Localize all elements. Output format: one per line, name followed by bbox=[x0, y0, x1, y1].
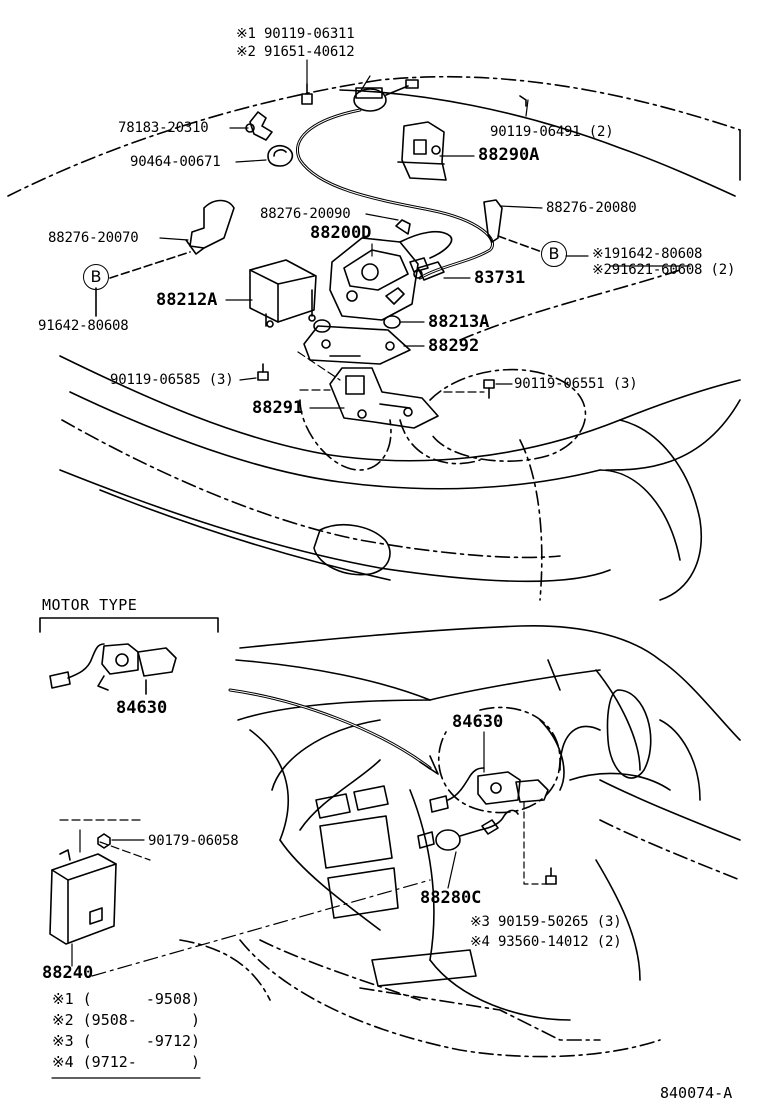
motor-84630-icon bbox=[49, 643, 177, 695]
label-78183-20310: 78183-20310 bbox=[118, 120, 209, 136]
bottom-leader-lines bbox=[51, 731, 547, 1079]
label-88276-20080: 88276-20080 bbox=[546, 200, 637, 216]
bolt-90119-06311-icon bbox=[301, 83, 313, 105]
clip-78183-icon bbox=[245, 111, 273, 141]
label-88291: 88291 bbox=[252, 398, 304, 418]
connector-83731-icon bbox=[413, 261, 445, 281]
ref-b-left: B bbox=[83, 264, 109, 290]
screw-90159-icon bbox=[545, 867, 557, 885]
actuator-88200d-icon bbox=[308, 219, 453, 322]
label-88290a: 88290A bbox=[478, 145, 540, 165]
bolt-90119-06551-icon bbox=[483, 379, 495, 399]
label-91642-80608-b: 91642-80608 bbox=[38, 318, 129, 334]
label-88200d: 88200D bbox=[310, 223, 372, 243]
label-90119-06585: 90119-06585 (3) bbox=[110, 372, 234, 388]
label-91651-40612: ※2 91651-40612 bbox=[236, 44, 355, 60]
label-90119-06311: ※1 90119-06311 bbox=[236, 26, 355, 42]
clamp-90464-icon bbox=[267, 144, 294, 167]
top-leader-lines bbox=[159, 59, 691, 409]
label-88212a: 88212A bbox=[156, 290, 218, 310]
dashboard-outline bbox=[179, 624, 741, 1058]
label-88276-20070: 88276-20070 bbox=[48, 230, 139, 246]
motor-type-heading: MOTOR TYPE bbox=[42, 596, 138, 614]
bolt-90119-06585-icon bbox=[257, 363, 269, 381]
label-90119-06551: 90119-06551 (3) bbox=[514, 376, 638, 392]
ecu-88240-icon bbox=[49, 849, 117, 945]
bracket-88276-20070-icon bbox=[185, 199, 235, 255]
bracket-88290a-icon bbox=[397, 95, 527, 181]
label-88276-20090: 88276-20090 bbox=[260, 206, 351, 222]
label-90119-06491: 90119-06491 (2) bbox=[490, 124, 614, 140]
ref-b-right: B bbox=[541, 241, 567, 267]
vehicle-front-outline bbox=[7, 75, 741, 601]
label-84630-column: 84630 bbox=[452, 712, 504, 732]
bracket-88276-20080-icon bbox=[483, 199, 503, 243]
legend-row-4: ※4 (9712- ) bbox=[52, 1053, 201, 1071]
legend-row-1: ※1 ( -9508) bbox=[52, 990, 201, 1008]
column-motor-84630-icon bbox=[429, 767, 549, 813]
callout-arrow bbox=[228, 688, 439, 775]
label-93560-14012: ※4 93560-14012 (2) bbox=[470, 934, 622, 950]
label-90159-50265: ※3 90159-50265 (3) bbox=[470, 914, 622, 930]
label-88280c: 88280C bbox=[420, 888, 482, 908]
legend-row-2: ※2 (9508- ) bbox=[52, 1011, 201, 1029]
motor-type-frame bbox=[39, 617, 219, 633]
label-84630-motor-type: 84630 bbox=[116, 698, 168, 718]
diagram-reference-number: 840074-A bbox=[660, 1084, 733, 1102]
label-90179-06058: 90179-06058 bbox=[148, 833, 239, 849]
label-91621-60608: ※291621-60608 (2) bbox=[592, 262, 736, 278]
label-83731: 83731 bbox=[474, 268, 526, 288]
label-88240: 88240 bbox=[42, 963, 94, 983]
nut-90179-06058-icon bbox=[97, 833, 111, 849]
legend-row-3: ※3 ( -9712) bbox=[52, 1032, 201, 1050]
hood-sensor-icon bbox=[353, 79, 419, 112]
switch-88280c-icon bbox=[417, 809, 519, 851]
label-88213a: 88213A bbox=[428, 312, 490, 332]
relay-88212a-icon bbox=[249, 259, 317, 328]
label-90464-00671: 90464-00671 bbox=[130, 154, 221, 170]
hood-release-cable bbox=[296, 108, 494, 280]
bracket-88291-icon bbox=[329, 367, 439, 429]
label-88292: 88292 bbox=[428, 336, 480, 356]
label-91642-80608-a: ※191642-80608 bbox=[592, 246, 703, 262]
